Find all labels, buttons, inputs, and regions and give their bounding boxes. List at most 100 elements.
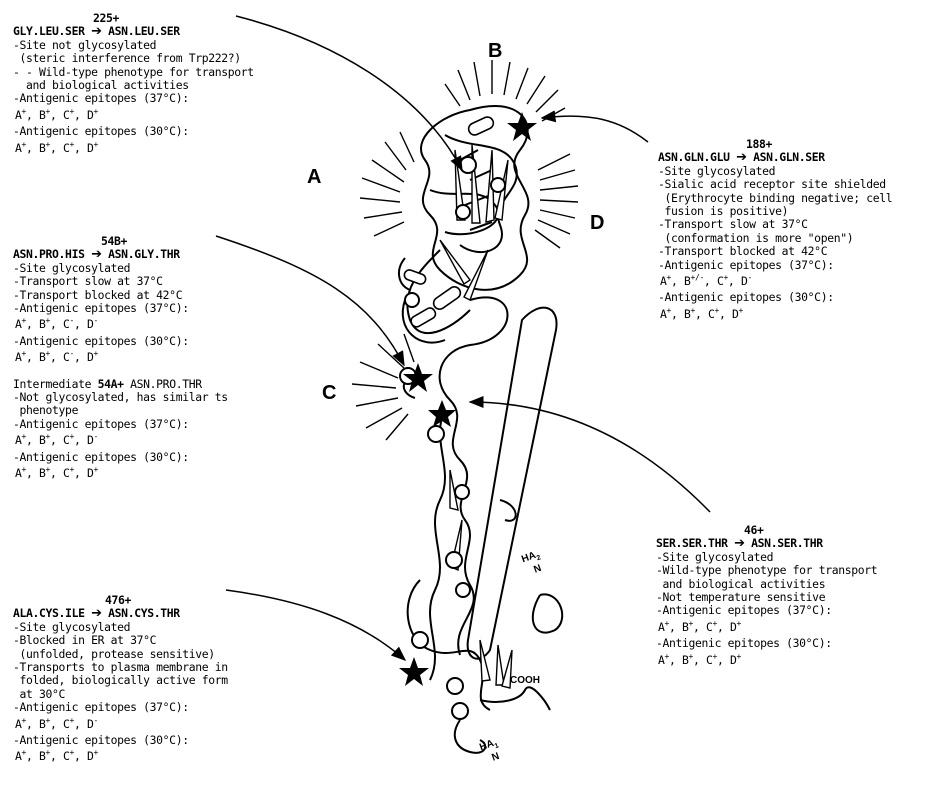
intermediate-line: -Not glycosylated, has similar ts bbox=[13, 391, 228, 404]
epitope-sign: + bbox=[713, 619, 717, 628]
epitope-sign: + bbox=[739, 306, 743, 315]
property-line: (unfolded, protease sensitive) bbox=[13, 648, 228, 661]
sequence-to: ASN.SER.THR bbox=[751, 536, 823, 550]
long-helix bbox=[468, 308, 557, 659]
epitope-list: A+, B+/-, C+, D- bbox=[660, 275, 892, 288]
cooh-label: COOH bbox=[510, 675, 540, 686]
epitope-sign: + bbox=[737, 652, 741, 661]
epitope-sign: - bbox=[94, 432, 98, 441]
epitope-sign: - bbox=[94, 317, 98, 326]
intermediate-title: Intermediate 54A+ ASN.PRO.THR bbox=[13, 378, 228, 391]
epitope-list: A+, B+, C+, D- bbox=[15, 718, 228, 731]
pointer-476 bbox=[226, 590, 405, 660]
epitope-sign: + bbox=[70, 716, 74, 725]
intermediate-number: 54A+ bbox=[98, 377, 124, 391]
mutant-number: 188+ bbox=[658, 138, 892, 151]
epitope-30-label: -Antigenic epitopes (30°C): bbox=[658, 291, 892, 304]
region-label-c: C bbox=[322, 382, 336, 405]
epitope-37-label: -Antigenic epitopes (37°C): bbox=[13, 302, 228, 315]
intermediate-prefix: Intermediate bbox=[13, 377, 98, 391]
epitope-sign: + bbox=[94, 140, 98, 149]
epitope-sign: + bbox=[22, 465, 26, 474]
epitope-sign: + bbox=[46, 349, 50, 358]
property-line: and biological activities bbox=[656, 578, 877, 591]
epitope-37-label: -Antigenic epitopes (37°C): bbox=[13, 701, 228, 714]
epitope-sign: + bbox=[70, 465, 74, 474]
epitope-sign: + bbox=[22, 432, 26, 441]
epitope-30-label: -Antigenic epitopes (30°C): bbox=[13, 335, 228, 348]
mutation-title: ALA.CYS.ILE ➔ ASN.CYS.THR bbox=[13, 607, 228, 620]
epitope-sign: + bbox=[70, 107, 74, 116]
mutant-number: 476+ bbox=[13, 594, 228, 607]
intermediate-epitope-37-label: -Antigenic epitopes (37°C): bbox=[13, 418, 228, 431]
epitope-sign: + bbox=[691, 306, 695, 315]
pointer-225 bbox=[236, 16, 462, 170]
mutation-title: GLY.LEU.SER ➔ ASN.LEU.SER bbox=[13, 25, 254, 38]
sequence-from: GLY.LEU.SER bbox=[13, 24, 85, 38]
sequence-to: ASN.CYS.THR bbox=[108, 606, 180, 620]
sequence-from: ALA.CYS.ILE bbox=[13, 606, 85, 620]
sequence-from: ASN.PRO.HIS bbox=[13, 247, 85, 261]
sequence-to: ASN.GLN.SER bbox=[753, 150, 825, 164]
epitope-sign: +/- bbox=[691, 273, 704, 282]
sequence-to: ASN.GLY.THR bbox=[108, 247, 180, 261]
epitope-sign: + bbox=[665, 652, 669, 661]
property-line: -Site glycosylated bbox=[13, 262, 228, 275]
epitope-sign: + bbox=[70, 140, 74, 149]
property-line: -Transport slow at 37°C bbox=[658, 218, 892, 231]
intermediate-line: phenotype bbox=[13, 404, 228, 417]
mutant-block: 225+GLY.LEU.SER ➔ ASN.LEU.SER-Site not g… bbox=[13, 12, 254, 158]
epitope-sign: - bbox=[70, 349, 74, 358]
property-line: -Sialic acid receptor site shielded bbox=[658, 178, 892, 191]
star-188 bbox=[507, 112, 537, 141]
epitope-sign: - bbox=[747, 273, 751, 282]
epitope-sign: + bbox=[70, 749, 74, 758]
epitope-sign: + bbox=[46, 140, 50, 149]
epitope-sign: + bbox=[94, 749, 98, 758]
epitope-sign: + bbox=[46, 432, 50, 441]
epitope-sign: - bbox=[70, 317, 74, 326]
epitope-list: A+, B+, C+, D+ bbox=[658, 654, 877, 667]
property-line: -Site glycosylated bbox=[658, 165, 892, 178]
epitope-sign: + bbox=[22, 140, 26, 149]
epitope-sign: + bbox=[667, 306, 671, 315]
epitope-sign: + bbox=[46, 107, 50, 116]
pointer-lines bbox=[216, 16, 710, 660]
epitope-30-label: -Antigenic epitopes (30°C): bbox=[656, 637, 877, 650]
epitope-list: A+, B+, C+, D+ bbox=[658, 621, 877, 634]
mutant-block: 476+ALA.CYS.ILE ➔ ASN.CYS.THR-Site glyco… bbox=[13, 594, 228, 767]
intermediate-sequence: ASN.PRO.THR bbox=[124, 377, 202, 391]
star-476 bbox=[399, 657, 429, 686]
mutation-title: SER.SER.THR ➔ ASN.SER.THR bbox=[656, 537, 877, 550]
epitope-sign: + bbox=[94, 349, 98, 358]
epitope-30-label: -Antigenic epitopes (30°C): bbox=[13, 125, 254, 138]
epitope-sign: + bbox=[70, 432, 74, 441]
epitope-sign: + bbox=[667, 273, 671, 282]
epitope-sign: + bbox=[94, 107, 98, 116]
epitope-sign: + bbox=[22, 716, 26, 725]
pointer-54 bbox=[216, 236, 404, 365]
epitope-list: A+, B+, C+, D+ bbox=[15, 750, 228, 763]
epitope-list: A+, B+, C-, D- bbox=[15, 318, 228, 331]
epitope-sign: + bbox=[665, 619, 669, 628]
epitope-list: A+, B+, C+, D+ bbox=[660, 308, 892, 321]
property-line: -Transports to plasma membrane in bbox=[13, 661, 228, 674]
mutation-title: ASN.PRO.HIS ➔ ASN.GLY.THR bbox=[13, 248, 228, 261]
sequence-from: ASN.GLN.GLU bbox=[658, 150, 730, 164]
epitope-sign: + bbox=[689, 619, 693, 628]
epitope-list: A+, B+, C+, D+ bbox=[15, 142, 254, 155]
property-line: -Transport blocked at 42°C bbox=[658, 245, 892, 258]
region-label-a: A bbox=[307, 166, 321, 189]
epitope-list: A+, B+, C+, D+ bbox=[15, 467, 228, 480]
epitope-sign: + bbox=[46, 749, 50, 758]
epitope-sign: + bbox=[22, 317, 26, 326]
epitope-sign: + bbox=[737, 619, 741, 628]
epitope-37-label: -Antigenic epitopes (37°C): bbox=[658, 259, 892, 272]
property-line: -Transport blocked at 42°C bbox=[13, 289, 228, 302]
epitope-sign: + bbox=[713, 652, 717, 661]
epitope-sign: + bbox=[46, 317, 50, 326]
epitope-sign: + bbox=[94, 465, 98, 474]
site-a-rays bbox=[360, 132, 414, 236]
property-line: -Not temperature sensitive bbox=[656, 591, 877, 604]
epitope-list: A+, B+, C+, D- bbox=[15, 434, 228, 447]
